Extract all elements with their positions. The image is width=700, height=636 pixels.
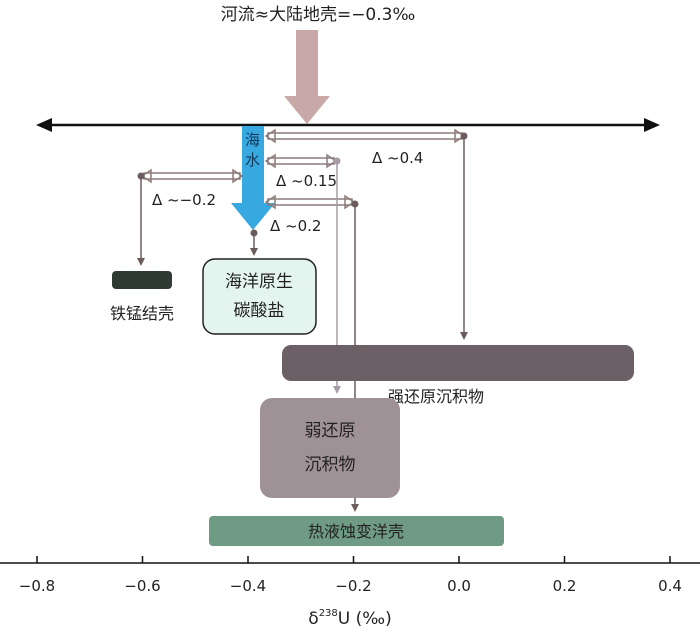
- delta-endpoint-strong: [460, 132, 468, 140]
- x-tick-label: −0.8: [19, 577, 55, 595]
- delta-label-strong: Δ ~0.4: [372, 149, 423, 167]
- x-tick-label: 0.0: [447, 577, 471, 595]
- delta-label-fe-mn: Δ ~−0.2: [152, 191, 216, 209]
- delta-endpoint-hydro: [351, 200, 359, 208]
- fe-mn-crust-box: [112, 271, 172, 289]
- range-arrowhead-right: [644, 118, 660, 132]
- hydrothermal-crust-label: 热液蚀变洋壳: [308, 522, 404, 541]
- delta-arrow-hydrothermal: [264, 194, 356, 210]
- delta-endpoint-weak: [333, 157, 341, 165]
- x-axis-ticks: −0.8 −0.6 −0.4 −0.2 0.0 0.2 0.4: [19, 556, 682, 595]
- delta-label-weak: Δ ~0.15: [276, 172, 337, 190]
- hydrothermal-crust-box: [209, 516, 504, 546]
- weak-reducing-label-1: 弱还原: [305, 421, 356, 441]
- x-tick-label: 0.4: [658, 577, 682, 595]
- x-tick-label: −0.2: [335, 577, 371, 595]
- range-arrowhead-left: [36, 118, 52, 132]
- x-tick-label: 0.2: [553, 577, 577, 595]
- weak-reducing-label-2: 沉积物: [305, 455, 356, 475]
- strong-reducing-label: 强还原沉积物: [388, 387, 484, 406]
- carbonate-label-2: 碳酸盐: [234, 301, 285, 321]
- river-crust-label: 河流≈大陆地壳=−0.3‰: [221, 5, 416, 25]
- delta-endpoint-fe-mn: [137, 172, 145, 180]
- fe-mn-crust-label: 铁锰结壳: [110, 304, 174, 323]
- x-tick-label: −0.4: [230, 577, 266, 595]
- strong-reducing-box: [282, 345, 634, 381]
- seawater-arrow: [231, 126, 275, 230]
- carbonate-label-1: 海洋原生: [225, 272, 293, 292]
- seawater-endpoint: [250, 229, 258, 237]
- seawater-label-2: 水: [245, 151, 260, 169]
- seawater-label-1: 海: [245, 131, 260, 149]
- carbonate-box: [202, 258, 317, 335]
- x-tick-label: −0.6: [124, 577, 160, 595]
- delta-label-hydro: Δ ~0.2: [270, 217, 321, 235]
- x-axis-label: δ238U (‰): [308, 608, 391, 629]
- delta-arrow-strong-reducing: [264, 128, 466, 144]
- weak-reducing-box: [260, 398, 400, 498]
- river-input-arrow: [284, 30, 330, 124]
- delta-arrow-fe-mn: [140, 168, 244, 184]
- delta-arrow-weak-reducing: [264, 153, 338, 169]
